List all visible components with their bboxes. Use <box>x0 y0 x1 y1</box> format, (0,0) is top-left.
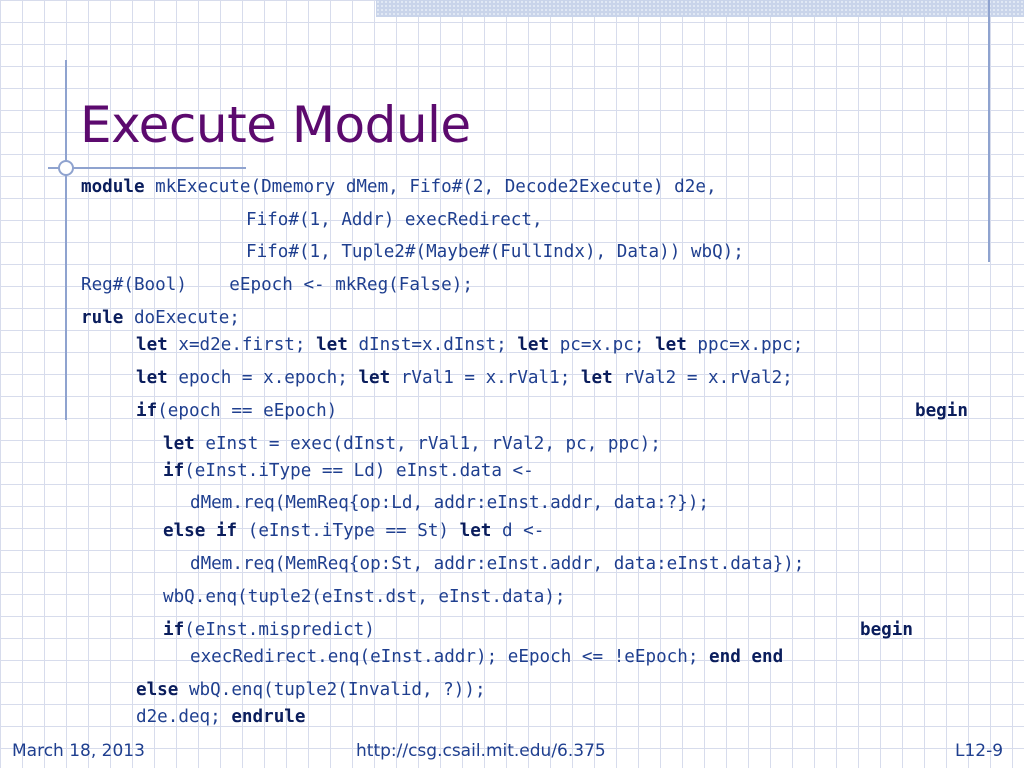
code-keyword: end end <box>709 647 784 667</box>
code-text: Reg#(Bool) eEpoch <- mkReg(False); <box>81 275 473 295</box>
code-text: ppc=x.ppc; <box>686 335 804 355</box>
code-line: if(eInst.iType == Ld) eInst.data <- <box>163 460 534 482</box>
code-keyword: if <box>136 401 158 421</box>
code-line: rule doExecute; <box>81 307 240 329</box>
footer-date: March 18, 2013 <box>12 741 145 761</box>
code-keyword: if <box>163 461 185 481</box>
code-line: Reg#(Bool) eEpoch <- mkReg(False); <box>81 274 473 296</box>
right-vertical-rule <box>988 0 990 262</box>
code-text: doExecute; <box>123 308 240 328</box>
code-text: dMem.req(MemReq{op:St, addr:eInst.addr, … <box>190 554 805 574</box>
code-line: wbQ.enq(tuple2(eInst.dst, eInst.data); <box>163 586 566 608</box>
code-text: rVal2 = x.rVal2; <box>612 368 793 388</box>
footer-url[interactable]: http://csg.csail.mit.edu/6.375 <box>356 741 606 761</box>
code-line: if(eInst.mispredict) <box>163 619 375 641</box>
code-keyword: let <box>136 335 168 355</box>
code-keyword: let <box>163 434 195 454</box>
code-keyword: let <box>580 368 613 388</box>
code-text: eInst = exec(dInst, rVal1, rVal2, pc, pp… <box>194 434 661 454</box>
slide-title: Execute Module <box>80 96 471 154</box>
code-line: else if (eInst.iType == St) let d <- <box>163 520 544 542</box>
code-text: d2e.deq; <box>136 707 232 727</box>
code-line: let x=d2e.first; let dInst=x.dInst; let … <box>136 334 803 356</box>
code-line: d2e.deq; endrule <box>136 706 306 728</box>
code-text: x=d2e.first; <box>167 335 317 355</box>
code-text: (epoch == eEpoch) <box>157 401 338 421</box>
code-text: (eInst.iType == Ld) eInst.data <- <box>184 461 534 481</box>
code-line: if(epoch == eEpoch) <box>136 400 337 422</box>
code-text: wbQ.enq(tuple2(eInst.dst, eInst.data); <box>163 587 566 607</box>
rule-ring-ornament <box>58 160 74 176</box>
code-keyword: else if <box>163 521 238 541</box>
code-text: wbQ.enq(tuple2(Invalid, ?)); <box>178 680 486 700</box>
code-keyword: begin <box>915 401 968 421</box>
code-text: rVal1 = x.rVal1; <box>390 368 581 388</box>
code-keyword: let <box>655 335 687 355</box>
code-text: dInst=x.dInst; <box>347 335 518 355</box>
code-line: Fifo#(1, Addr) execRedirect, <box>246 209 543 231</box>
code-keyword: if <box>163 620 185 640</box>
code-keyword: let <box>136 368 168 388</box>
code-text: pc=x.pc; <box>549 335 656 355</box>
code-text: epoch = x.epoch; <box>167 368 359 388</box>
footer-page-number: L12-9 <box>955 741 1004 761</box>
title-underline-rule <box>48 167 246 169</box>
code-line: dMem.req(MemReq{op:St, addr:eInst.addr, … <box>190 553 804 575</box>
code-text: Fifo#(1, Addr) execRedirect, <box>246 210 543 230</box>
top-decorative-band <box>376 0 1024 17</box>
code-line: execRedirect.enq(eInst.addr); eEpoch <= … <box>190 646 783 668</box>
code-text: mkExecute(Dmemory dMem, Fifo#(2, Decode2… <box>144 177 717 197</box>
code-line: else wbQ.enq(tuple2(Invalid, ?)); <box>136 679 486 701</box>
code-keyword: begin <box>860 620 913 640</box>
code-text: Fifo#(1, Tuple2#(Maybe#(FullIndx), Data)… <box>246 242 744 262</box>
left-vertical-rule <box>65 60 67 420</box>
code-line: let epoch = x.epoch; let rVal1 = x.rVal1… <box>136 367 793 389</box>
code-text: dMem.req(MemReq{op:Ld, addr:eInst.addr, … <box>190 493 710 513</box>
code-line: Fifo#(1, Tuple2#(Maybe#(FullIndx), Data)… <box>246 241 744 263</box>
code-line: let eInst = exec(dInst, rVal1, rVal2, pc… <box>163 433 661 455</box>
code-keyword: endrule <box>231 707 306 727</box>
code-keyword: let <box>358 368 391 388</box>
code-text: (eInst.mispredict) <box>184 620 375 640</box>
code-line: begin <box>860 619 913 641</box>
code-keyword: else <box>136 680 179 700</box>
code-text: execRedirect.enq(eInst.addr); eEpoch <= … <box>190 647 710 667</box>
code-keyword: rule <box>81 308 124 328</box>
code-keyword: module <box>81 177 145 197</box>
code-keyword: let <box>459 521 492 541</box>
code-text: (eInst.iType == St) <box>237 521 460 541</box>
code-line: dMem.req(MemReq{op:Ld, addr:eInst.addr, … <box>190 492 709 514</box>
code-line: module mkExecute(Dmemory dMem, Fifo#(2, … <box>81 176 717 198</box>
code-text: d <- <box>491 521 545 541</box>
code-keyword: let <box>517 335 550 355</box>
code-line: begin <box>915 400 968 422</box>
code-keyword: let <box>316 335 348 355</box>
